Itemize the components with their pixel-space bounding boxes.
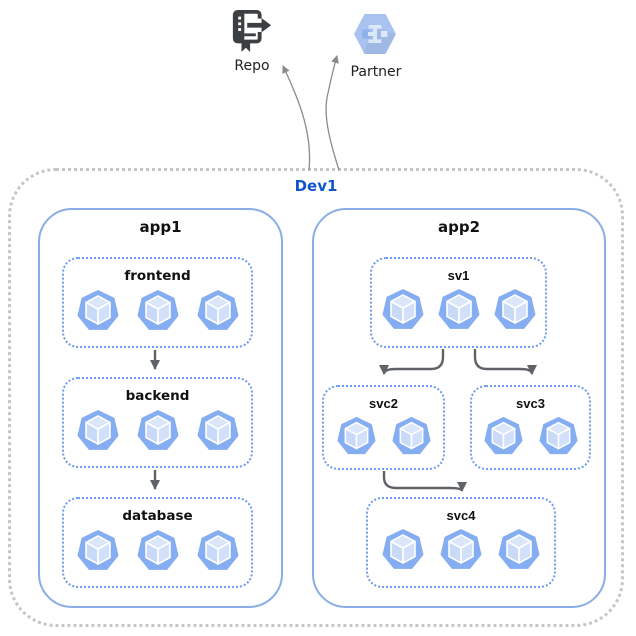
pod-icon xyxy=(196,409,240,453)
environment-label: Dev1 xyxy=(294,177,338,195)
pod-icon xyxy=(136,289,180,333)
service-box-svc2: svc2 xyxy=(322,385,445,470)
service-box-database: database xyxy=(62,497,253,588)
edge-dev1-partner xyxy=(325,55,340,171)
pod-group-svc4 xyxy=(381,528,541,572)
pod-icon xyxy=(497,528,541,572)
pod-icon xyxy=(381,528,425,572)
pod-group-database xyxy=(76,529,240,573)
service-box-frontend: frontend xyxy=(62,257,253,348)
pod-icon xyxy=(538,416,579,457)
repo-label: Repo xyxy=(234,58,270,74)
service-box-svc4: svc4 xyxy=(366,497,556,588)
pod-icon xyxy=(196,289,240,333)
pod-icon xyxy=(136,409,180,453)
pod-icon xyxy=(381,288,425,332)
pod-icon xyxy=(391,416,432,457)
partner-label: Partner xyxy=(350,64,402,80)
service-label-svc3: svc3 xyxy=(516,396,545,411)
app1-label: app1 xyxy=(139,218,182,236)
pod-icon xyxy=(76,409,120,453)
app2-label: app2 xyxy=(437,218,481,236)
pod-group-backend xyxy=(76,409,240,453)
service-box-sv1: sv1 xyxy=(370,257,547,348)
pod-icon xyxy=(483,416,524,457)
edge-dev1-repo xyxy=(282,65,311,171)
service-label-svc2: svc2 xyxy=(369,396,398,411)
environment-box-dev1 xyxy=(8,168,624,627)
pod-icon xyxy=(136,529,180,573)
source-repository-icon xyxy=(232,9,272,53)
pod-icon xyxy=(437,288,481,332)
service-label-backend: backend xyxy=(125,388,190,404)
service-label-svc4: svc4 xyxy=(446,508,476,523)
pod-icon xyxy=(76,289,120,333)
pod-icon xyxy=(493,288,537,332)
pod-icon xyxy=(196,529,240,573)
service-label-database: database xyxy=(122,508,193,524)
partner-hexagon-icon xyxy=(354,14,396,54)
pod-icon xyxy=(439,528,483,572)
service-label-sv1: sv1 xyxy=(447,268,470,283)
pod-icon xyxy=(336,416,377,457)
service-box-backend: backend xyxy=(62,377,253,468)
pod-group-svc2 xyxy=(336,416,432,457)
service-box-svc3: svc3 xyxy=(470,385,591,470)
pod-group-frontend xyxy=(76,289,240,333)
service-label-frontend: frontend xyxy=(124,268,191,284)
pod-group-svc3 xyxy=(483,416,579,457)
pod-icon xyxy=(76,529,120,573)
pod-group-sv1 xyxy=(381,288,537,332)
